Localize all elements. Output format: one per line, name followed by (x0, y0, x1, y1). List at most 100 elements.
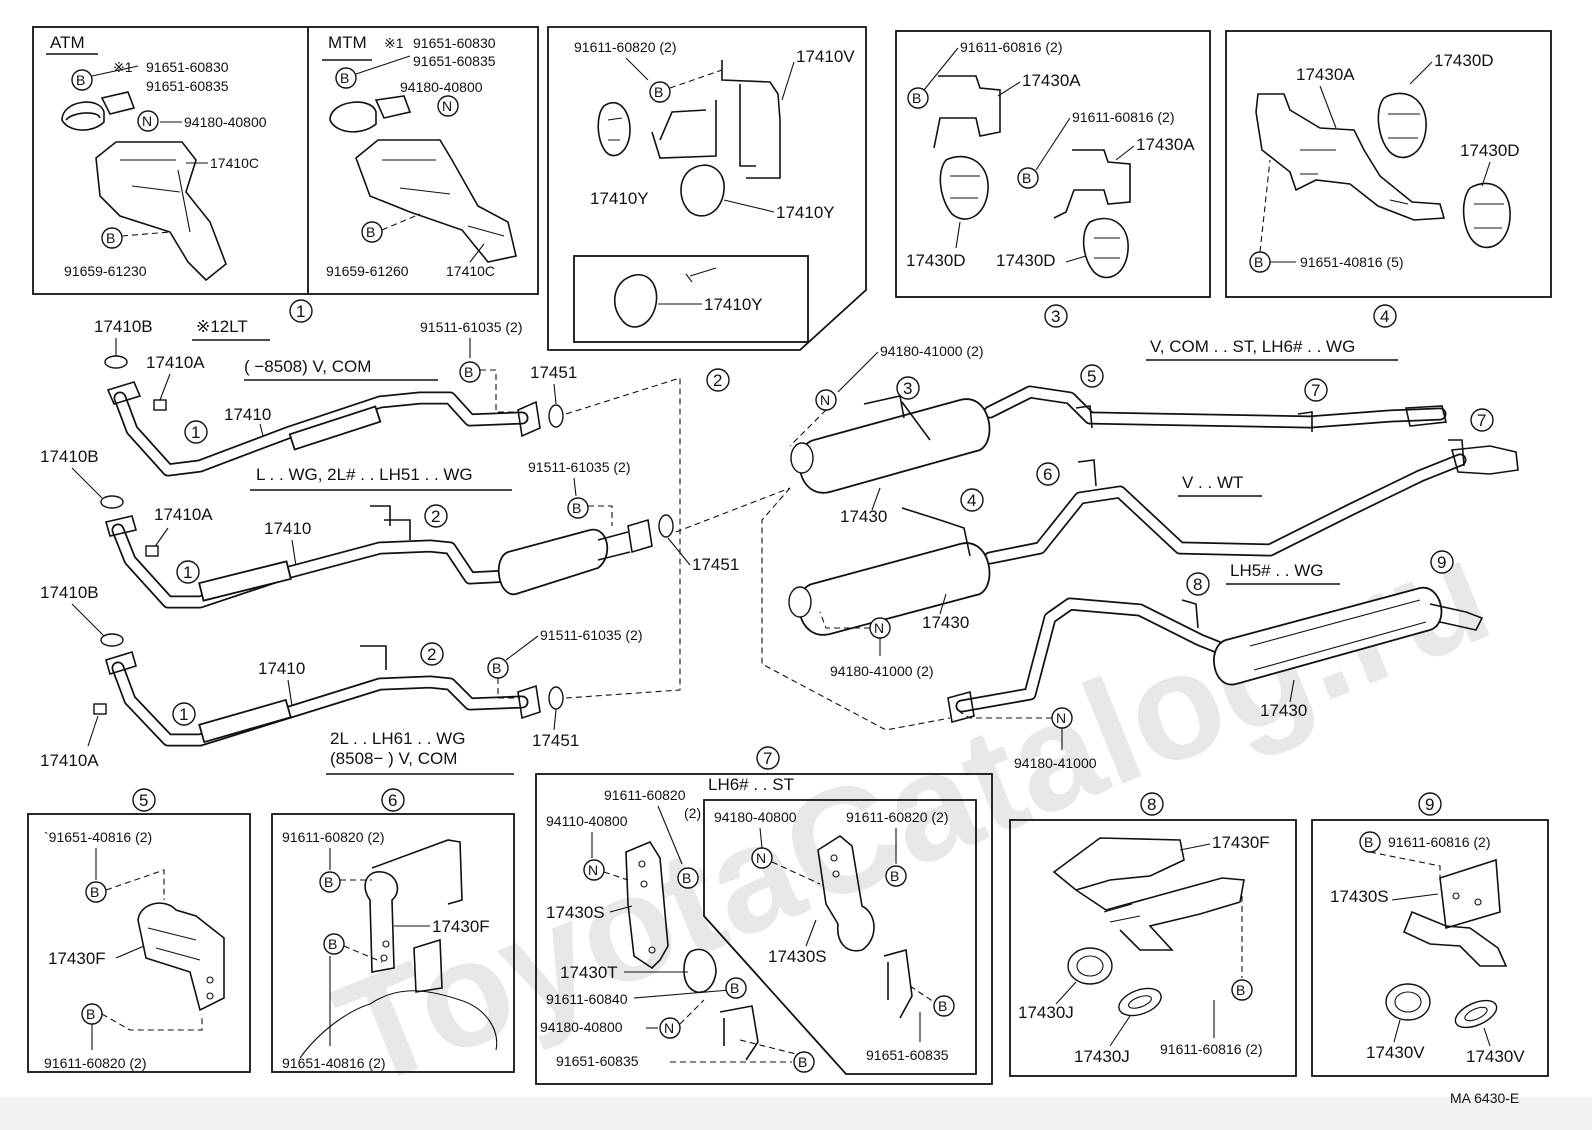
footer-bar (0, 1097, 1592, 1130)
svg-text:8: 8 (1147, 795, 1156, 814)
variant-top: V, COM . . ST, LH6# . . WG (1150, 337, 1355, 356)
i5-part: 17430F (48, 949, 106, 968)
front-pipe-row-3: 17410B 17410 17451 17410A 2L . . LH61 . … (40, 583, 642, 775)
i6-pn-bottom: 91651-40816 (2) (282, 1055, 386, 1071)
svg-text:B: B (328, 936, 337, 952)
i3-pn-bolt2: 91611-60816 (2) (1072, 109, 1174, 125)
atm-pn-nut: 94180-40800 (184, 114, 267, 130)
nut-n-icon: N (751, 847, 773, 869)
svg-text:1: 1 (183, 563, 192, 582)
nut-n-icon: N (437, 95, 459, 117)
inset-7: 7 91611-60820 (2) B 94110-40800 N 17430S… (535, 746, 993, 1085)
svg-text:B: B (890, 868, 899, 884)
bolt-b-icon: B (71, 69, 93, 91)
svg-text:B: B (340, 70, 349, 86)
i9-pn-bolt: 91611-60816 (2) (1388, 834, 1490, 850)
svg-text:B: B (572, 500, 581, 516)
nut-n-icon: N (659, 1017, 681, 1039)
svg-text:1: 1 (191, 423, 200, 442)
svg-text:B: B (76, 72, 85, 88)
bolt-b-icon: B (335, 67, 357, 89)
callout-4-label: 4 (1373, 304, 1397, 328)
callout-6-main: 6 (1036, 462, 1060, 486)
svg-text:B: B (1254, 254, 1263, 270)
i8-part-f: 17430F (1212, 833, 1270, 852)
front-pipe-row-1: 17410B 17410A ※12LT ( −8508) V, COM 1741… (94, 317, 577, 477)
pn-nut-low: 94180-41000 (1014, 755, 1097, 771)
bolt-b-icon: B (85, 881, 107, 903)
svg-text:N: N (588, 862, 598, 878)
atm-note: ※1 (113, 59, 133, 75)
row3-variant-l2: (8508− ) V, COM (330, 749, 457, 768)
i6-part: 17430F (432, 917, 490, 936)
row1-pn-bolt: 91511-61035 (2) (420, 319, 522, 335)
svg-text:5: 5 (1087, 367, 1096, 386)
svg-text:N: N (142, 113, 152, 129)
i7-sub-part-s: 17430S (768, 947, 827, 966)
callout-4-main: 4 (960, 488, 984, 512)
bolt-b-icon: B (323, 933, 345, 955)
inset-2: 91611-60820 (2) B 17410V 17410Y 17410Y 1… (547, 26, 867, 351)
svg-text:B: B (464, 364, 473, 380)
i7-sub-bolt: 91611-60820 (2) (846, 809, 948, 825)
tailpipe-assemblies: 94180-41000 (2) N V, COM . . ST, LH6# . … (761, 337, 1519, 771)
callout-9-main: 9 (1430, 550, 1454, 574)
bolt-b-icon: B (81, 1003, 103, 1025)
i4-part-d2: 17430D (1460, 141, 1520, 160)
inset-6: 6 91611-60820 (2) B 17430F B 91651-40816… (271, 788, 515, 1073)
bolt-b-icon: B (907, 87, 929, 109)
i2-pn-bolt: 91611-60820 (2) (574, 39, 676, 55)
inset-atm-mtm: ATM MTM ※1 91651-60830 91651-60835 B N 9… (32, 26, 539, 295)
mtm-note: ※1 (384, 35, 404, 51)
svg-text:B: B (798, 1054, 807, 1070)
i7-sub-pn-835: 91651-60835 (866, 1047, 949, 1063)
row3-pipe-label: 17410 (258, 659, 305, 678)
i3-part-d2: 17430D (996, 251, 1056, 270)
svg-text:4: 4 (1380, 307, 1389, 326)
bolt-b-icon: B (725, 977, 747, 999)
bolt-b-icon: B (933, 995, 955, 1017)
i2-part-y3: 17410Y (704, 295, 763, 314)
i7-pn-835: 91651-60835 (556, 1053, 639, 1069)
mtm-pn-bolt-a: 91651-60830 (413, 35, 496, 51)
i4-part-a: 17430A (1296, 65, 1355, 84)
row1-pipe-label: 17410 (224, 405, 271, 424)
callout-2-row3: 2 (420, 642, 444, 666)
i2-part-y1: 17410Y (590, 189, 649, 208)
pn-nut-top: 94180-41000 (2) (880, 343, 984, 359)
svg-text:2: 2 (431, 507, 440, 526)
front-pipe-row-2: 17410B L . . WG, 2L# . . LH51 . . WG 174… (40, 447, 739, 609)
svg-text:8: 8 (1193, 575, 1202, 594)
svg-text:6: 6 (388, 791, 397, 810)
svg-text:2: 2 (713, 371, 722, 390)
i4-pn-bolt: 91651-40816 (5) (1300, 254, 1404, 270)
callout-7-label: 7 (756, 746, 780, 770)
i3-part-a2: 17430A (1136, 135, 1195, 154)
inset-5: 5 `91651-40816 (2) B 17430F B 91611-6082… (27, 788, 251, 1073)
svg-text:B: B (682, 870, 691, 886)
atm-part: 17410C (210, 155, 259, 171)
i5-pn-top: `91651-40816 (2) (44, 829, 152, 845)
bolt-b-icon: B (487, 657, 509, 679)
svg-text:B: B (366, 224, 375, 240)
bolt-b-icon: B (1249, 251, 1271, 273)
i8-part-j2: 17430J (1074, 1047, 1130, 1066)
svg-text:9: 9 (1437, 553, 1446, 572)
nut-n-icon: N (869, 617, 891, 639)
callout-1-row2: 1 (176, 560, 200, 584)
row2-gasket2-label: 17451 (692, 555, 739, 574)
i7-sub-title: LH6# . . ST (708, 775, 794, 794)
svg-text:B: B (1364, 834, 1373, 850)
variant-low: LH5# . . WG (1230, 561, 1324, 580)
svg-text:7: 7 (1477, 411, 1486, 430)
bolt-b-icon: B (1231, 979, 1253, 1001)
callout-1-row3: 1 (172, 702, 196, 726)
row1-nut-label: 17410A (146, 353, 205, 372)
row3-pn-bolt: 91511-61035 (2) (540, 627, 642, 643)
bolt-b-icon: B (885, 865, 907, 887)
i7-pn-bolt-top-qty: (2) (684, 805, 701, 821)
muffler1-label: 17430 (840, 507, 887, 526)
row2-pipe-label: 17410 (264, 519, 311, 538)
bolt-b-icon: B (361, 221, 383, 243)
bolt-b-icon: B (793, 1051, 815, 1073)
